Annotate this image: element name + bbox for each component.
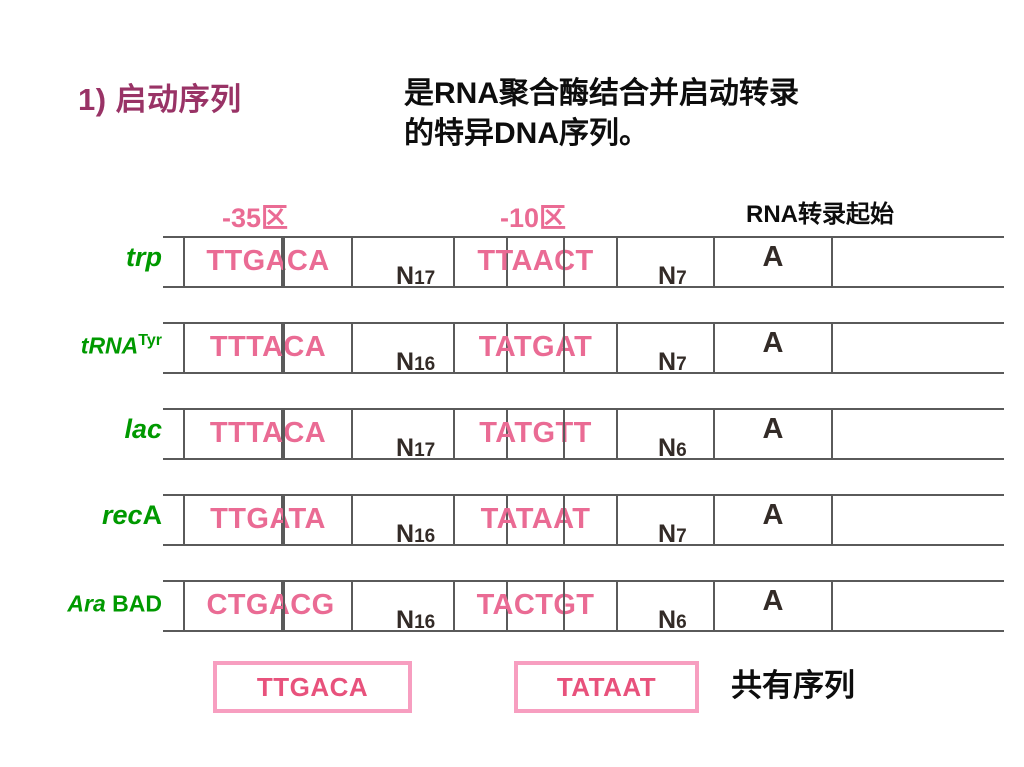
row-gene-label: lac [124,414,162,444]
cell-spacer-2: N7 [658,262,687,290]
cell-seq-box-right [563,580,618,630]
page-subtitle: 是RNA聚合酶结合并启动转录 的特异DNA序列。 [404,74,874,153]
cell-seq-box-right [563,322,618,372]
row-rule-top [163,580,1004,582]
cell-border-pad-left [183,236,283,286]
row-rule-top [163,236,1004,238]
column-header-minus10: -10区 [500,203,567,233]
cell-start-border [713,580,833,630]
cell-seq-box-left [283,580,353,630]
cell-seq-box-left [283,494,353,544]
cell-border-pad-mid [453,408,508,458]
cell-minus10: TATGTT [479,416,592,449]
cell-spacer-2: N7 [658,520,687,548]
cell-start-border [713,236,833,286]
cell-border-pad-left [183,580,283,630]
cell-border-pad-mid [453,236,508,286]
cell-seq-box-left [283,236,353,286]
row-rule-top [163,322,1004,324]
cell-border-pad-left [183,322,283,372]
cell-spacer-1: N17 [396,262,436,290]
cell-border-pad-left [183,408,283,458]
cell-border-pad-mid [453,580,508,630]
consensus-minus35-box: TTGACA [213,661,412,713]
subtitle-line-1: 是RNA聚合酶结合并启动转录 [404,77,799,110]
row-rule-bottom [163,630,1004,632]
cell-start-base: A [762,412,784,445]
cell-seq-box-left [283,408,353,458]
row-gene-label: trp [126,242,162,272]
row-rule-top [163,408,1004,410]
cell-border-pad-left [183,494,283,544]
cell-spacer-1: N16 [396,606,436,634]
cell-minus35: TTTACA [209,416,327,449]
cell-spacer-1: N16 [396,348,436,376]
table-row: lac TTTACA N17 TATGTT N6 A [0,408,1024,494]
cell-minus35: TTGATA [210,502,326,535]
cell-start-base: A [762,584,784,617]
row-rule-bottom [163,286,1004,288]
cell-seq-box-right [563,236,618,286]
row-gene-label: Ara BAD [67,590,162,617]
consensus-minus35-text: TTGACA [256,671,369,702]
cell-start-border [713,408,833,458]
column-header-transcription-start: RNA转录起始 [746,201,894,228]
cell-minus10: TATAAT [480,502,591,535]
row-rule-bottom [163,544,1004,546]
cell-minus10: TATGAT [478,330,593,363]
row-rule-top [163,494,1004,496]
row-gene-label: recA [101,500,162,530]
cell-start-border [713,322,833,372]
cell-start-base: A [762,240,784,273]
table-row: recA TTGATA N16 TATAAT N7 A [0,494,1024,580]
column-header-minus35: -35区 [222,203,289,233]
cell-minus35: CTGACG [206,588,335,621]
cell-spacer-1: N17 [396,434,436,462]
row-rule-bottom [163,458,1004,460]
consensus-minus10-box: TATAAT [514,661,699,713]
promoter-sequence-table: trp TTGACA N17 TTAACT N7 A [0,236,1024,666]
cell-minus10: TACTGT [476,588,595,621]
row-gene-label: tRNATyr [80,332,162,359]
consensus-minus10-text: TATAAT [556,671,657,702]
cell-seq-box-left [283,322,353,372]
cell-minus10: TTAACT [477,244,594,277]
table-row: tRNATyr TTTACA N16 TATGAT N7 A [0,322,1024,408]
cell-border-pad-mid [453,494,508,544]
table-row: trp TTGACA N17 TTAACT N7 A [0,236,1024,322]
cell-seq-box-right [563,408,618,458]
subtitle-line-2: 的特异DNA序列。 [404,116,649,150]
cell-start-base: A [762,326,784,359]
row-rule-bottom [163,372,1004,374]
cell-start-base: A [762,498,784,531]
cell-seq-box-right [563,494,618,544]
cell-border-pad-mid [453,322,508,372]
cell-spacer-1: N16 [396,520,436,548]
page-title: 1) 启动序列 [78,82,242,117]
cell-minus35: TTGACA [206,244,330,277]
cell-spacer-2: N6 [658,606,687,634]
cell-spacer-2: N6 [658,434,687,462]
table-row: Ara BAD CTGACG N16 TACTGT N6 A [0,580,1024,666]
cell-minus35: TTTACA [209,330,327,363]
consensus-label: 共有序列 [731,668,855,703]
cell-start-border [713,494,833,544]
cell-spacer-2: N7 [658,348,687,376]
